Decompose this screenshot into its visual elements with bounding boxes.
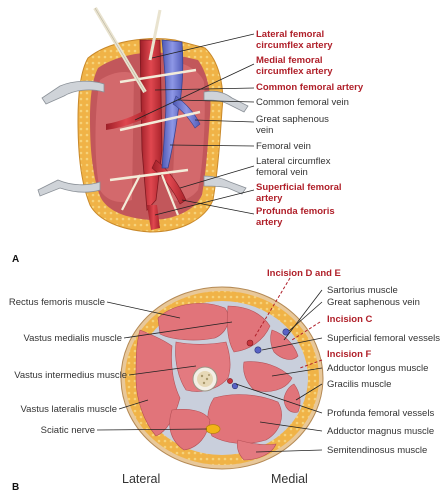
label-gracilis: Gracilis muscle (327, 379, 391, 390)
label-vastus-intermedius: Vastus intermedius muscle (14, 370, 127, 381)
adductor-longus-muscle (243, 361, 293, 392)
label-incision-d-and-e: Incision D and E (267, 268, 341, 279)
label-line: circumflex artery (256, 40, 333, 51)
label-medial-femoral-circumflex-artery: Medial femoral circumflex artery (256, 55, 333, 77)
circumflex-artery-branch (106, 110, 146, 130)
label-line: Common femoral artery (256, 82, 364, 93)
label-femoral-vein: Femoral vein (256, 141, 311, 152)
label-profunda-femoral-vessels: Profunda femoral vessels (327, 408, 434, 419)
superficial-femoral-artery-b (246, 339, 254, 347)
label-adductor-magnus: Adductor magnus muscle (327, 426, 434, 437)
great-saphenous-vein-branch (172, 95, 201, 129)
label-line: artery (256, 193, 283, 204)
label-line: Common femoral vein (256, 97, 349, 108)
label-rectus-femoris: Rectus femoris muscle (9, 297, 105, 308)
panel-a-illustration (37, 6, 249, 233)
label-vastus-medialis: Vastus medialis muscle (23, 333, 122, 344)
label-line: Lateral femoral (256, 29, 324, 40)
panel-a-leaders (134, 33, 255, 216)
sartorius-muscle (270, 329, 299, 360)
vastus-medialis-muscle (226, 305, 271, 353)
superficial-femoral-artery-branch (147, 205, 160, 230)
panel-b-cross-section (120, 286, 324, 470)
label-adductor-longus: Adductor longus muscle (327, 363, 428, 374)
label-incision-c: Incision C (327, 314, 373, 325)
panel-b-leaders (96, 289, 323, 453)
label-line: Lateral circumflex (256, 156, 331, 167)
profunda-femoral-artery-b (227, 378, 233, 384)
adductor-magnus-muscle (207, 394, 282, 444)
label-superficial-femoral-vessels: Superficial femoral vessels (327, 333, 440, 344)
superficial-femoral-vein-b (254, 346, 262, 354)
label-lateral-circumflex-femoral-vein: Lateral circumflex femoral vein (256, 156, 333, 178)
label-lateral-femoral-circumflex-artery: Lateral femoral circumflex artery (256, 29, 333, 51)
retractor-left-lower (37, 179, 101, 197)
label-lateral-side: Lateral (122, 472, 160, 486)
muscle-field-left (95, 72, 134, 202)
label-line: circumflex artery (256, 66, 333, 77)
profunda-femoral-vein-b (231, 382, 239, 390)
sciatic-nerve (205, 424, 221, 434)
retractor-right-lower (203, 175, 247, 195)
label-line: Medial femoral (256, 55, 323, 66)
label-line: Profunda femoris (256, 206, 335, 217)
label-profunda-femoris-artery: Profunda femoris artery (256, 206, 337, 228)
label-medial-side: Medial (271, 472, 308, 486)
label-incision-f: Incision F (327, 349, 372, 360)
semitendinosus-muscle (236, 439, 277, 461)
panel-a-letter: A (12, 254, 19, 265)
great-saphenous-vein-b (282, 328, 290, 336)
label-common-femoral-artery: Common femoral artery (256, 82, 364, 93)
label-common-femoral-vein: Common femoral vein (256, 97, 349, 108)
label-sciatic-nerve: Sciatic nerve (41, 425, 95, 436)
label-line: vein (256, 125, 273, 136)
retractor-left (41, 80, 105, 105)
label-semitendinosus: Semitendinosus muscle (327, 445, 427, 456)
label-sartorius: Sartorius muscle (327, 285, 398, 296)
label-line: Great saphenous (256, 114, 329, 125)
label-line: Superficial femoral (256, 182, 342, 193)
label-superficial-femoral-artery: Superficial femoral artery (256, 182, 344, 204)
label-great-saphenous-vein-b: Great saphenous vein (327, 297, 420, 308)
incision-lines (253, 277, 323, 369)
panel-b-letter: B (12, 482, 19, 493)
label-line: femoral vein (256, 167, 308, 178)
label-line: Femoral vein (256, 141, 311, 152)
label-great-saphenous-vein-a: Great saphenous vein (256, 114, 332, 136)
hamstring-muscle (169, 409, 211, 451)
femur-marrow (197, 371, 213, 387)
label-vastus-lateralis: Vastus lateralis muscle (21, 404, 117, 415)
label-line: artery (256, 217, 283, 228)
